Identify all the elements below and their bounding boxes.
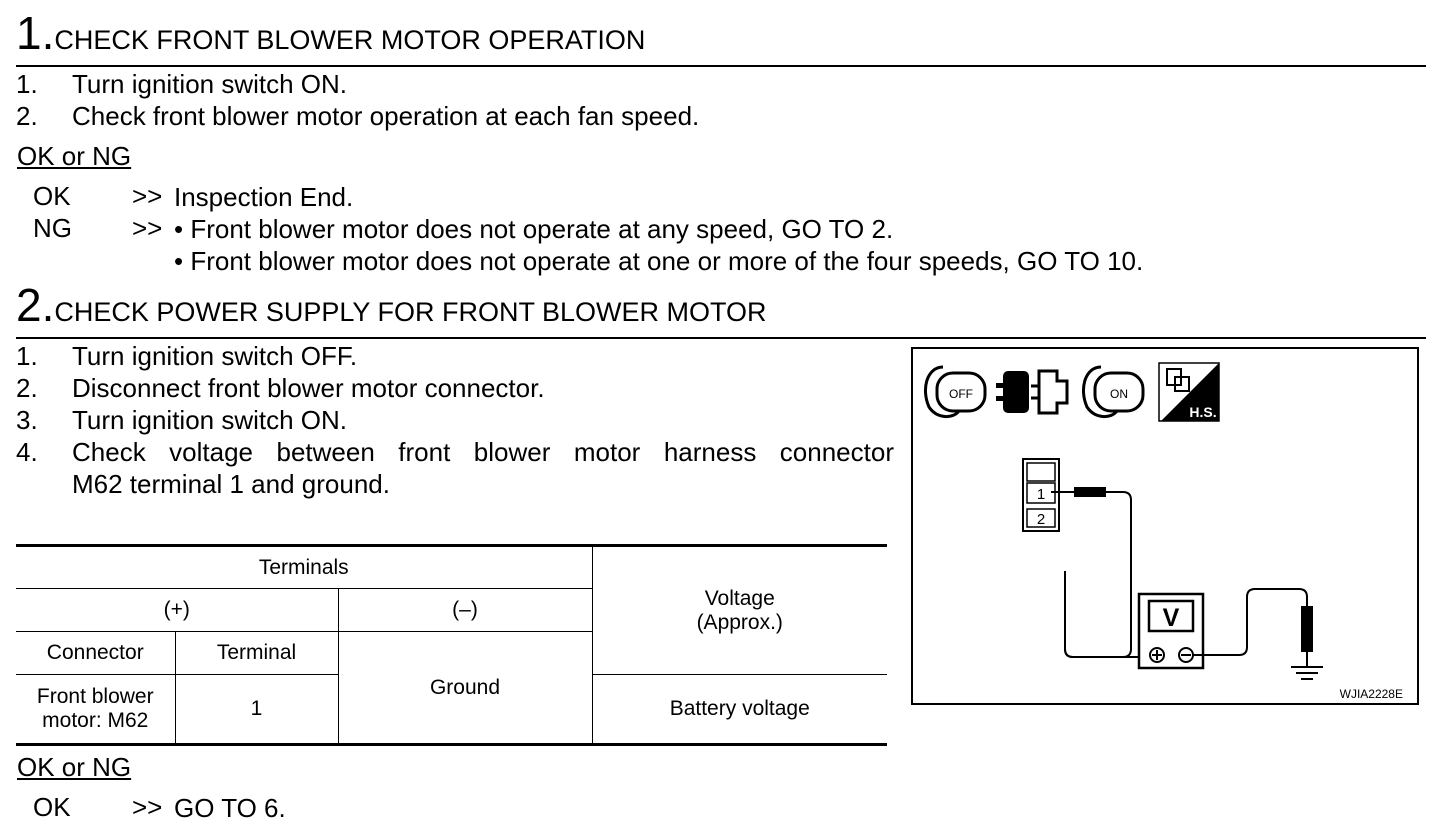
- pin-1-label: 1: [1037, 486, 1045, 503]
- list-item-continuation: M62 terminal 1 and ground.: [72, 469, 390, 499]
- result-text: GO TO 6.: [174, 793, 286, 823]
- pin-2-label: 2: [1037, 511, 1045, 528]
- svg-text:OFF: OFF: [949, 387, 973, 401]
- result-arrow: >>: [132, 181, 163, 211]
- section-divider: [16, 337, 1426, 339]
- table-header-connector: Connector: [16, 631, 176, 675]
- table-cell-voltage: Battery voltage: [591, 674, 887, 745]
- result-bullet: • Front blower motor does not operate at…: [174, 246, 1144, 276]
- disconnect-connector-icon: [996, 369, 1069, 415]
- svg-text:ON: ON: [1110, 387, 1128, 401]
- list-item: 4.Check voltage between front blower mot…: [16, 437, 894, 467]
- list-item: 2.Disconnect front blower motor connecto…: [16, 373, 545, 403]
- result-bullet: • Front blower motor does not operate at…: [174, 214, 894, 244]
- positive-probe: [1051, 487, 1132, 658]
- result-key: OK: [33, 792, 71, 822]
- figure-code: WJIA2228E: [1340, 687, 1403, 701]
- wiring-diagram: OFF ON H.S.: [911, 347, 1419, 705]
- table-header-minus: (–): [337, 588, 592, 632]
- step-title: CHECK FRONT BLOWER MOTOR OPERATION: [54, 25, 646, 55]
- svg-text:H.S.: H.S.: [1189, 404, 1216, 420]
- svg-text:V: V: [1163, 604, 1180, 632]
- result-arrow: >>: [132, 792, 163, 822]
- connector-m62: 1 2: [1022, 458, 1060, 532]
- result-text: Inspection End.: [174, 182, 354, 212]
- ignition-on-icon: ON: [1082, 365, 1145, 418]
- result-key: OK: [33, 181, 71, 211]
- step-title: CHECK POWER SUPPLY FOR FRONT BLOWER MOTO…: [54, 297, 767, 327]
- list-item: 3.Turn ignition switch ON.: [16, 405, 348, 435]
- voltage-spec-table: Terminals Voltage(Approx.) (+) (–) Conne…: [16, 544, 887, 746]
- section-divider: [16, 65, 1426, 67]
- negative-probe: [1193, 588, 1313, 667]
- step-1-heading: 1.CHECK FRONT BLOWER MOTOR OPERATION: [16, 10, 645, 56]
- table-cell-ground: Ground: [337, 631, 592, 745]
- table-header-plus: (+): [16, 588, 339, 632]
- ground-icon: [1291, 666, 1323, 680]
- ok-or-ng-heading: OK or NG: [17, 141, 132, 171]
- result-key: NG: [33, 213, 72, 243]
- table-header-terminals: Terminals: [16, 545, 593, 589]
- voltmeter: V: [1137, 592, 1205, 670]
- harness-side-icon: H.S.: [1158, 362, 1220, 422]
- ok-or-ng-heading: OK or NG: [17, 752, 132, 782]
- result-arrow: >>: [132, 213, 163, 243]
- step-2-heading: 2.CHECK POWER SUPPLY FOR FRONT BLOWER MO…: [16, 282, 766, 328]
- ignition-off-icon: OFF: [924, 365, 987, 418]
- step-number: 2.: [16, 279, 55, 331]
- table-cell-terminal: 1: [174, 674, 339, 745]
- step-number: 1.: [16, 7, 55, 59]
- table-header-voltage: Voltage(Approx.): [591, 545, 887, 675]
- list-item: 1.Turn ignition switch ON.: [16, 69, 348, 99]
- table-header-terminal: Terminal: [174, 631, 339, 675]
- list-item: 2.Check front blower motor operation at …: [16, 101, 700, 131]
- list-item: 1.Turn ignition switch OFF.: [16, 341, 358, 371]
